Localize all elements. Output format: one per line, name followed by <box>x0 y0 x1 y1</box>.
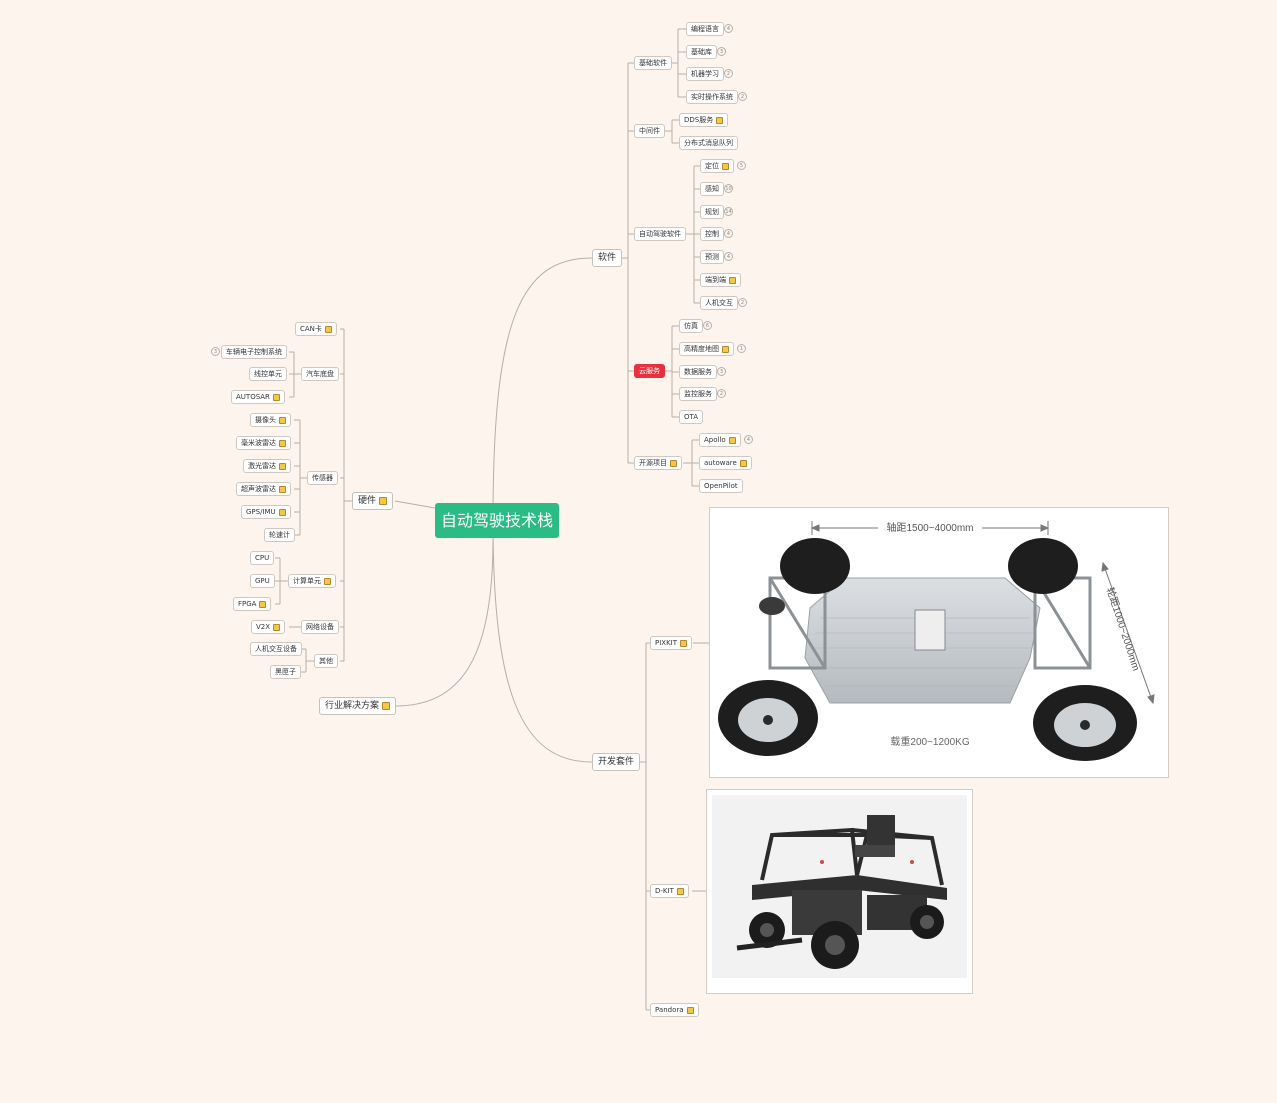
topic-openpilot[interactable]: OpenPilot <box>699 479 743 493</box>
topic-hmi-device[interactable]: 人机交互设备 <box>250 642 302 656</box>
topic-dds[interactable]: DDS服务 <box>679 113 729 127</box>
note-icon[interactable] <box>686 1006 694 1014</box>
topic-sensors[interactable]: 传感器 <box>307 471 338 485</box>
count-badge[interactable]: 3 <box>211 347 220 356</box>
count-badge[interactable]: 4 <box>724 24 733 33</box>
note-icon[interactable] <box>676 887 684 895</box>
topic-gpu[interactable]: GPU <box>250 574 275 588</box>
topic-rtos[interactable]: 实时操作系统 <box>686 90 738 104</box>
topic-control[interactable]: 控制 <box>700 227 724 241</box>
note-icon[interactable] <box>379 497 388 505</box>
count-badge[interactable]: 2 <box>724 69 733 78</box>
topic-mmwave-radar[interactable]: 毫米波雷达 <box>236 436 291 450</box>
note-icon[interactable] <box>278 508 286 516</box>
count-badge[interactable]: 6 <box>703 321 712 330</box>
topic-message-queue[interactable]: 分布式消息队列 <box>679 136 738 150</box>
note-icon[interactable] <box>279 462 286 470</box>
topic-fpga[interactable]: FPGA <box>233 597 272 611</box>
topic-v2x[interactable]: V2X <box>251 620 286 634</box>
topic-ad-software[interactable]: 自动驾驶软件 <box>634 227 686 241</box>
topic-autoware[interactable]: autoware <box>699 456 752 470</box>
load-label: 载重200~1200KG <box>890 735 969 748</box>
note-icon[interactable] <box>382 702 391 710</box>
topic-other[interactable]: 其他 <box>314 654 338 668</box>
topic-localization[interactable]: 定位 <box>700 159 734 173</box>
topic-camera[interactable]: 摄像头 <box>250 413 291 427</box>
topic-compute-unit[interactable]: 计算单元 <box>288 574 336 588</box>
topic-apollo[interactable]: Apollo <box>699 433 741 447</box>
topic-basic-library[interactable]: 基础库 <box>686 45 717 59</box>
topic-hardware[interactable]: 硬件 <box>352 492 394 510</box>
topic-open-source[interactable]: 开源项目 <box>634 456 682 470</box>
topic-cloud-service[interactable]: 云服务 <box>634 364 665 378</box>
dkit-vehicle-image[interactable] <box>706 789 973 994</box>
topic-perception[interactable]: 感知 <box>700 182 724 196</box>
topic-software[interactable]: 软件 <box>592 249 623 267</box>
note-icon[interactable] <box>670 459 677 467</box>
wheelbase-label: 轴距1500~4000mm <box>887 521 974 534</box>
topic-middleware[interactable]: 中间件 <box>634 124 665 138</box>
count-badge[interactable]: 10 <box>724 184 733 193</box>
count-badge[interactable]: 4 <box>744 435 753 444</box>
note-icon[interactable] <box>279 439 286 447</box>
topic-planning[interactable]: 规划 <box>700 205 724 219</box>
note-icon[interactable] <box>272 393 280 401</box>
topic-wheel-odometer[interactable]: 轮速计 <box>264 528 295 542</box>
note-icon[interactable] <box>279 485 286 493</box>
note-icon[interactable] <box>729 276 736 284</box>
topic-pixkit[interactable]: PIXKIT <box>650 636 693 650</box>
topic-hmi[interactable]: 人机交互 <box>700 296 738 310</box>
topic-lidar[interactable]: 激光雷达 <box>243 459 291 473</box>
topic-hd-map[interactable]: 高精度地图 <box>679 342 734 356</box>
note-icon[interactable] <box>722 345 729 353</box>
count-badge[interactable]: 2 <box>717 389 726 398</box>
note-icon[interactable] <box>273 623 281 631</box>
note-icon[interactable] <box>324 325 332 333</box>
count-badge[interactable]: 3 <box>717 47 726 56</box>
topic-vehicle-ecu[interactable]: 车辆电子控制系统 <box>221 345 287 359</box>
count-badge[interactable]: 4 <box>724 252 733 261</box>
topic-machine-learning[interactable]: 机器学习 <box>686 67 724 81</box>
note-icon[interactable] <box>259 600 267 608</box>
topic-autosar[interactable]: AUTOSAR <box>231 390 285 404</box>
topic-dkit[interactable]: D-KIT <box>650 884 689 898</box>
root-topic[interactable]: 自动驾驶技术栈 <box>435 503 560 538</box>
topic-drive-by-wire[interactable]: 线控单元 <box>249 367 287 381</box>
topic-simulation[interactable]: 仿真 <box>679 319 703 333</box>
topic-basic-software[interactable]: 基础软件 <box>634 56 672 70</box>
note-icon[interactable] <box>279 416 286 424</box>
count-badge[interactable]: 4 <box>724 229 733 238</box>
topic-data-service[interactable]: 数据服务 <box>679 365 717 379</box>
note-icon[interactable] <box>739 459 747 467</box>
topic-programming-language[interactable]: 编程语言 <box>686 22 724 36</box>
note-icon[interactable] <box>680 639 688 647</box>
topic-ultrasonic-radar[interactable]: 超声波雷达 <box>236 482 291 496</box>
topic-cpu[interactable]: CPU <box>250 551 275 565</box>
topic-devkit[interactable]: 开发套件 <box>592 753 641 771</box>
count-badge[interactable]: 14 <box>724 207 733 216</box>
topic-pandora[interactable]: Pandora <box>650 1003 699 1017</box>
topic-industry[interactable]: 行业解决方案 <box>319 697 397 715</box>
count-badge[interactable]: 1 <box>737 344 746 353</box>
count-badge[interactable]: 5 <box>737 161 746 170</box>
count-badge[interactable]: 3 <box>717 367 726 376</box>
note-icon[interactable] <box>722 162 729 170</box>
topic-can-card[interactable]: CAN卡 <box>295 322 337 336</box>
track-label: 轮距1000~2000mm <box>1104 586 1143 673</box>
note-icon[interactable] <box>324 577 331 585</box>
count-badge[interactable]: 2 <box>738 298 747 307</box>
topic-end-to-end[interactable]: 端到端 <box>700 273 741 287</box>
note-icon[interactable] <box>716 116 724 124</box>
pixkit-chassis-image[interactable]: 轴距1500~4000mm 轮距1000~2000mm 载重200~1200KG <box>709 507 1169 778</box>
topic-prediction[interactable]: 预测 <box>700 250 724 264</box>
note-icon[interactable] <box>728 436 736 444</box>
count-badge[interactable]: 2 <box>738 92 747 101</box>
topic-network-device[interactable]: 网络设备 <box>301 620 339 634</box>
topic-chassis[interactable]: 汽车底盘 <box>301 367 339 381</box>
topic-gps-imu[interactable]: GPS/IMU <box>241 505 291 519</box>
topic-ota[interactable]: OTA <box>679 410 704 424</box>
topic-monitoring[interactable]: 监控服务 <box>679 387 717 401</box>
topic-black-box[interactable]: 黑匣子 <box>270 665 301 679</box>
